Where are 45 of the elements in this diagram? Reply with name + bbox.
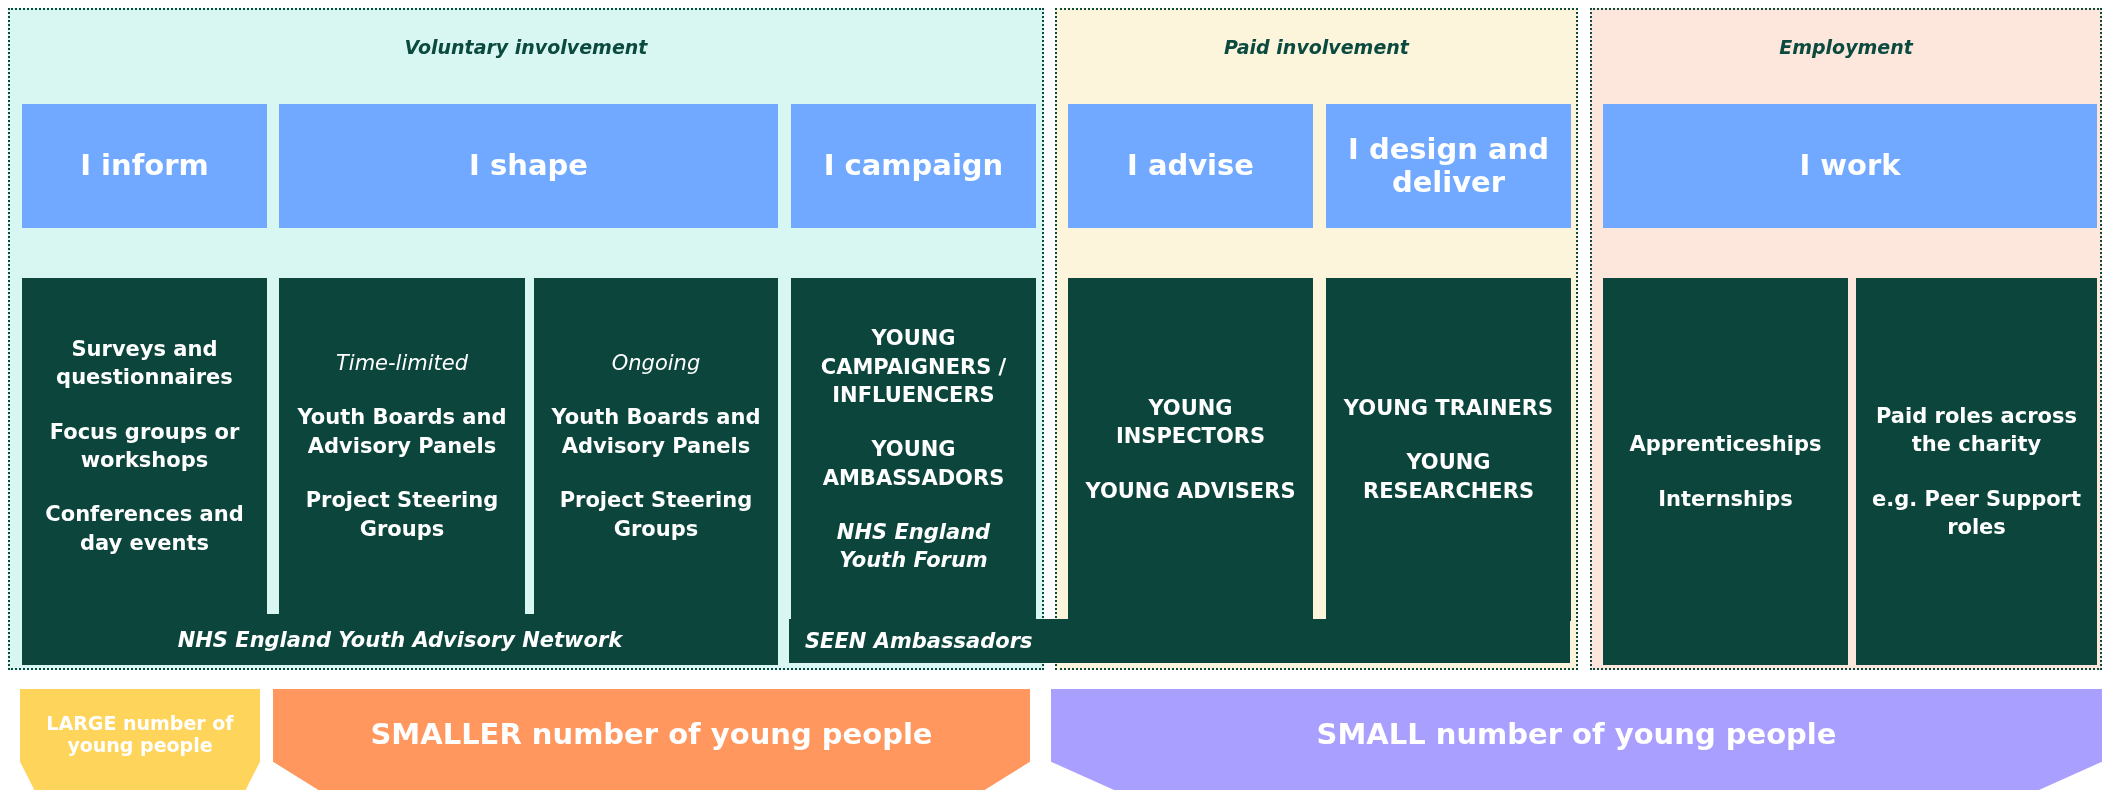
list-item: Project Steering Groups xyxy=(304,487,500,543)
list-item: YOUNG INSPECTORS xyxy=(1114,395,1267,451)
category-header: I advise xyxy=(1068,104,1313,228)
category-header: I campaign xyxy=(791,104,1036,228)
scale-banner: SMALL number of young people xyxy=(1051,689,2102,790)
group-title: Voluntary involvement xyxy=(403,36,649,58)
group-panel xyxy=(1590,8,2102,670)
content-card xyxy=(1068,278,1313,621)
content-card xyxy=(279,278,525,614)
subheading: NHS England Youth Forum xyxy=(835,519,992,575)
content-card xyxy=(22,278,267,614)
list-item: Project Steering Groups xyxy=(558,487,754,543)
list-item: Apprenticeships xyxy=(1629,431,1822,459)
scale-banner: SMALLER number of young people xyxy=(273,689,1030,790)
list-item: Surveys and questionnaires xyxy=(55,335,234,392)
content-card xyxy=(1603,278,1848,665)
list-item: YOUNG CAMPAIGNERS / INFLUENCERS xyxy=(819,325,1008,409)
list-item: Youth Boards and Advisory Panels xyxy=(296,404,508,460)
content-card xyxy=(534,278,778,614)
scale-banner: LARGE number of young people xyxy=(20,689,260,790)
category-header: I shape xyxy=(279,104,778,228)
list-item: Youth Boards and Advisory Panels xyxy=(550,404,762,460)
list-item: YOUNG AMBASSADORS xyxy=(821,436,1006,492)
group-title: Employment xyxy=(1778,36,1915,58)
subheading: Ongoing xyxy=(611,350,701,378)
list-item: YOUNG TRAINERS xyxy=(1343,395,1554,422)
list-item: Focus groups or workshops xyxy=(48,418,241,474)
category-header: I inform xyxy=(22,104,267,228)
category-header: I work xyxy=(1603,104,2097,228)
list-item: Paid roles across the charity xyxy=(1875,402,2078,459)
content-card xyxy=(791,278,1036,621)
list-item: YOUNG ADVISERS xyxy=(1085,477,1296,505)
category-header: I design and deliver xyxy=(1326,104,1571,228)
network-bar: NHS England Youth Advisory Network xyxy=(22,614,778,665)
list-item: YOUNG RESEARCHERS xyxy=(1361,449,1535,505)
group-panel xyxy=(8,8,1044,670)
content-card xyxy=(1326,278,1571,621)
network-bar: SEEN Ambassadors xyxy=(789,619,1570,663)
list-item: Internships xyxy=(1658,485,1793,513)
content-card xyxy=(1856,278,2097,665)
list-item: e.g. Peer Support roles xyxy=(1870,485,2082,541)
subheading: Time-limited xyxy=(335,350,469,378)
group-title: Paid involvement xyxy=(1223,36,1411,58)
list-item: Conferences and day events xyxy=(44,501,245,557)
group-panel xyxy=(1055,8,1578,670)
